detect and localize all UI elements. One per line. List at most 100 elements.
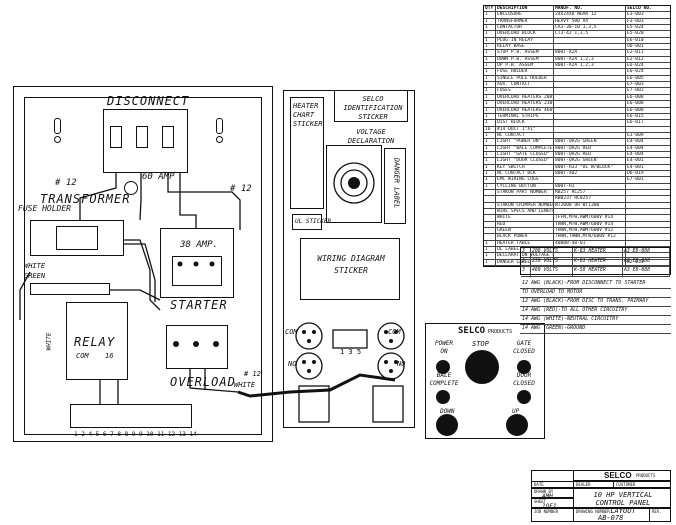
- customer-cell: CUSTOMER: [613, 481, 671, 488]
- bom-cell: [554, 132, 626, 139]
- bom-cell: [626, 222, 670, 227]
- bom-cell: [554, 247, 626, 253]
- bom-cell: THHN,THWN,MTW/600V #12: [554, 234, 626, 240]
- gate-closed-label: GATE CLOSED: [513, 340, 535, 355]
- control-panel-brand: SELCO: [458, 326, 486, 336]
- control-panel-products: PRODUCTS: [488, 329, 513, 335]
- bom-cell: 1: [484, 247, 496, 253]
- stop-button[interactable]: [465, 350, 499, 384]
- white-wire-label: WHITE: [234, 381, 256, 389]
- ul-sticker: UL STICKER: [292, 214, 331, 230]
- bom-cell: [554, 253, 626, 259]
- customer-label: CUSTOMER: [616, 482, 636, 487]
- bom-cell: [626, 203, 670, 208]
- stop-label: STOP: [472, 340, 489, 348]
- bom-cell: [554, 107, 626, 113]
- mounting-hole: [216, 118, 223, 134]
- bom-cell: DIST BLOCK: [496, 120, 554, 126]
- bom-cell: 1: [484, 63, 496, 69]
- up-button[interactable]: [506, 414, 528, 436]
- bom-cell: E6-010: [627, 37, 644, 43]
- bom-cell: E4-004: [627, 145, 644, 151]
- wiring-note: 12 AWG (BLACK)-FROM DISC TO TRANS. PRIMA…: [520, 297, 671, 307]
- wiring-diagram-text: WIRING DIAGRAM STICKER: [317, 254, 385, 275]
- bom-header-cell: DESCRIPTION: [496, 6, 554, 12]
- down-button[interactable]: [436, 414, 458, 436]
- bom-cell: [554, 120, 626, 126]
- voltage-cell: 230 VOLTS: [531, 257, 573, 267]
- power-on-label: POWER ON: [434, 340, 454, 355]
- bom-cell: OVERLOAD HEATERS 230V: [497, 101, 554, 107]
- bom-cell: [554, 113, 626, 120]
- wiring-note: 14 AWG (WHITE)-NEUTRAL CIRCUITRY: [520, 315, 671, 325]
- job-cell: JOB NUMBER: [531, 508, 573, 522]
- bom-cell: DECLARATION VOLTAGE LABEL: [496, 253, 554, 259]
- title-cell: 10 HP VERTICAL CONTROL PANEL LAYOUT: [573, 488, 671, 515]
- bom-cell: F3-003: [627, 18, 644, 24]
- bom-cell: DANGER LABEL: [496, 259, 554, 266]
- date-cell: DATE: [531, 481, 573, 488]
- bom-cell: E5-024: [627, 25, 644, 31]
- mounting-hole: [216, 136, 223, 143]
- bale-complete-light[interactable]: [436, 390, 450, 404]
- door-closed-light[interactable]: [517, 390, 531, 404]
- contactor: [160, 228, 234, 298]
- bom-cell: HEAVY 500 VA: [554, 18, 626, 24]
- bom-cell: 800T-H33 "UL W/BLOCK": [554, 164, 626, 170]
- power-on-light[interactable]: [436, 360, 450, 374]
- bom-header-cell: MANUF. NO.: [554, 6, 626, 12]
- mounting-hole: [54, 136, 61, 143]
- bom-cell: E7-002: [627, 88, 644, 94]
- voltage-cell: A3 E8-088: [623, 248, 670, 257]
- relay-com-label: COM: [76, 352, 89, 360]
- bom-cell: UP P.B. ASSEM: [496, 63, 554, 69]
- bom-cell: [554, 94, 626, 101]
- drawing-title: 10 HP VERTICAL CONTROL PANEL LAYOUT: [593, 491, 653, 515]
- voltage-cell: K-61 HEATER: [573, 257, 623, 267]
- door-closed-label: DOOR CLOSED: [513, 372, 535, 387]
- overload-block: [166, 325, 228, 369]
- bom-cell: UL LABEL: [496, 247, 554, 253]
- control-panel: [425, 323, 545, 439]
- bom-cell: THHN,MTW,AWM/600V #12: [554, 228, 626, 234]
- bom-cell: E7-001: [627, 177, 644, 183]
- voltage-cell: A3 E8-088: [623, 257, 670, 267]
- bom-cell: E6-015: [627, 113, 644, 119]
- bom-cell: [554, 126, 626, 132]
- bom-cell: OD-001: [627, 44, 644, 50]
- bom-cell: [484, 202, 496, 208]
- transformer-title: TRANSFORMER: [40, 192, 131, 206]
- bom-cell: 1: [484, 50, 496, 56]
- bom-cell: 24X24X8 NEMA 12: [554, 12, 626, 18]
- bom-cell: [626, 196, 670, 201]
- bom-cell: KEY SWITCH: [496, 164, 554, 170]
- bom-cell: [554, 177, 626, 183]
- bom-cell: [484, 234, 496, 240]
- bom-cell: 1: [484, 44, 496, 50]
- disconnect-fuse: [136, 126, 148, 148]
- bom-cell: [484, 209, 496, 215]
- gate-closed-light[interactable]: [517, 360, 531, 374]
- relay-no-label: 16: [105, 352, 114, 360]
